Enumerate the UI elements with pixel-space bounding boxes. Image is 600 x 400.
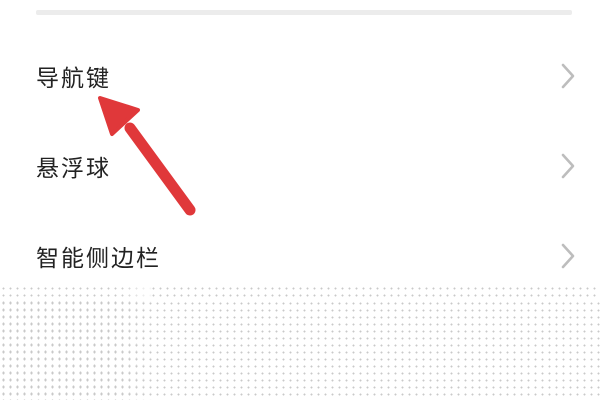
settings-item-label: 悬浮球 — [36, 156, 111, 182]
settings-item-floating-ball[interactable]: 悬浮球 — [0, 136, 600, 196]
chevron-right-icon — [561, 63, 575, 89]
dot-pattern-overlay — [150, 285, 600, 300]
chevron-right-icon — [561, 153, 575, 179]
dot-pattern-overlay — [0, 300, 600, 400]
settings-item-label: 导航键 — [36, 66, 111, 92]
section-divider — [36, 10, 572, 15]
settings-item-navigation-keys[interactable]: 导航键 — [0, 46, 600, 106]
dot-pattern-overlay — [0, 285, 600, 400]
settings-item-label: 智能侧边栏 — [36, 246, 161, 272]
chevron-right-icon — [561, 243, 575, 269]
settings-item-smart-sidebar[interactable]: 智能侧边栏 — [0, 226, 600, 286]
